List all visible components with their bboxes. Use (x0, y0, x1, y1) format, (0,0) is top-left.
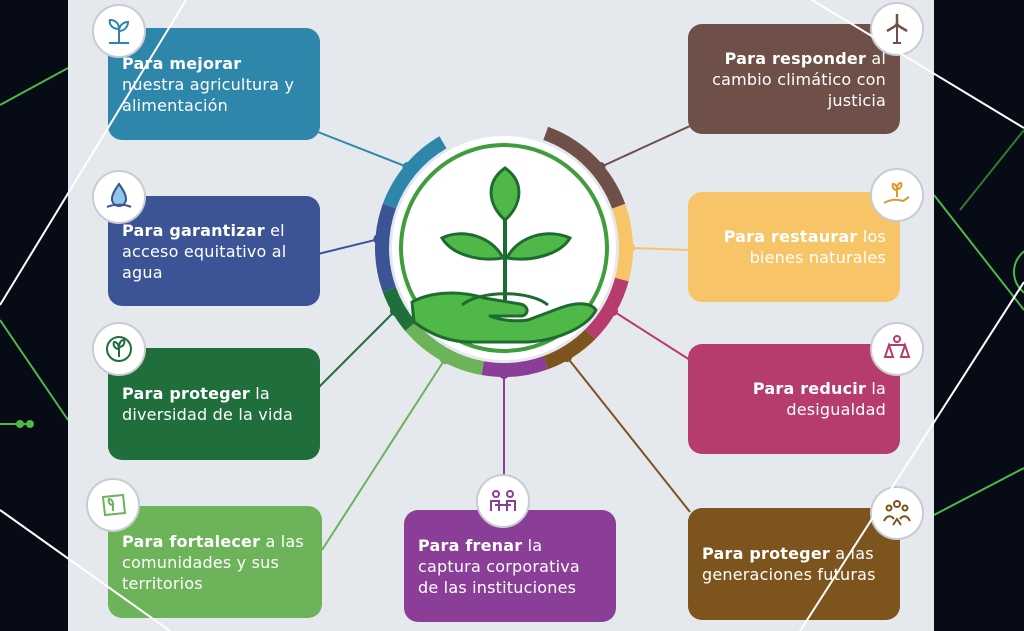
ring-segment-desigualdad (585, 277, 629, 340)
ring-segment-corporativa (481, 356, 549, 377)
connector-agricultura (317, 131, 408, 168)
card-title: Para responder (724, 48, 867, 68)
card-title: Para proteger (702, 544, 830, 563)
card-text: la diversidad de la vida (122, 384, 293, 424)
ring-segment-diversidad (382, 287, 417, 331)
color-ring (375, 126, 633, 377)
connector-clima (600, 125, 691, 168)
biodiversity-icon (92, 322, 146, 376)
card-comunidades: Para fortalecer a las comunidades y sus … (108, 506, 322, 618)
territory-icon (86, 478, 140, 532)
ring-segment-clima (543, 126, 626, 209)
card-title: Para garantizar (122, 220, 265, 240)
card-title: Para restaurar (723, 227, 858, 246)
ring-segment-agua (375, 203, 396, 293)
card-title: Para fortalecer (122, 531, 261, 551)
connector-agua (317, 238, 379, 255)
card-title: Para proteger (122, 384, 250, 403)
hand-plant-icon (870, 168, 924, 222)
card-text: los bienes naturales (749, 227, 886, 267)
wind-turbine-icon (870, 2, 924, 56)
connector-bienes (629, 247, 691, 251)
card-clima: Para responder al cambio climático con j… (688, 24, 900, 134)
ring-segment-comunidades (405, 321, 485, 376)
connector-generaciones (566, 356, 691, 513)
hand-sprout-logo-icon (410, 166, 598, 344)
family-icon (870, 486, 924, 540)
connector-diversidad (317, 310, 396, 389)
ring-segment-bienes (612, 203, 633, 282)
card-title: Para reducir (752, 379, 867, 398)
card-text: la captura corporativa de las institucio… (418, 535, 580, 597)
card-desigualdad: Para reducir la desigualdad (688, 344, 900, 454)
hub-inner-ring (399, 143, 609, 353)
card-corporativa: Para frenar la captura corporativa de la… (404, 510, 616, 622)
card-title: Para mejorar (122, 53, 242, 73)
water-drop-icon (92, 170, 146, 224)
card-title: Para frenar (418, 535, 523, 555)
card-text: nuestra agricultura y alimentación (122, 74, 295, 115)
balance-icon (870, 322, 924, 376)
card-generaciones: Para proteger a las generaciones futuras (688, 508, 900, 620)
sprout-icon (92, 4, 146, 58)
ring-segment-agricultura (382, 136, 447, 209)
connector-desigualdad (612, 310, 691, 361)
card-diversidad: Para proteger la diversidad de la vida (108, 348, 320, 460)
ring-segment-generaciones (543, 329, 596, 370)
connector-comunidades (321, 358, 446, 551)
card-bienes: Para restaurar los bienes naturales (688, 192, 900, 302)
meeting-icon (476, 474, 530, 528)
